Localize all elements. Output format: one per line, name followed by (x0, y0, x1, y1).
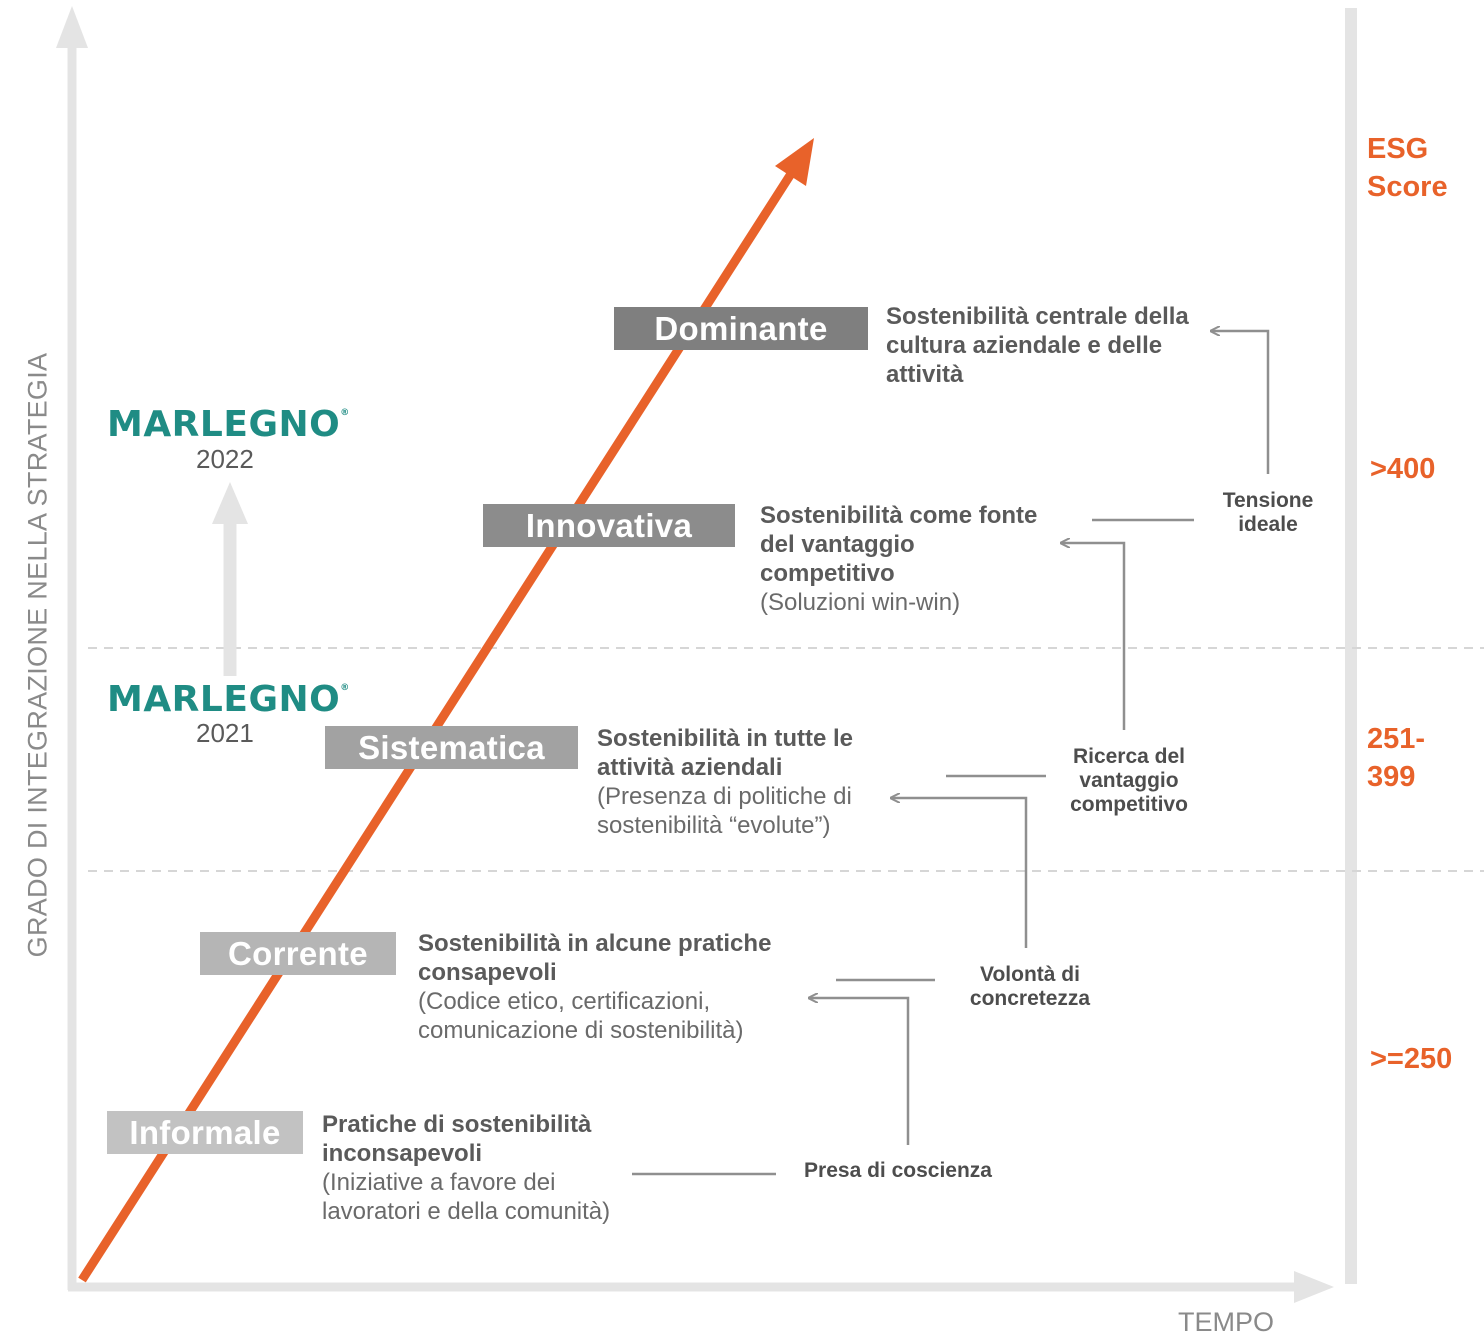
y-axis-label: GRADO DI INTEGRAZIONE NELLA STRATEGIA (22, 352, 53, 958)
stage-box-informale: Informale (107, 1111, 303, 1154)
description-detail: (Iniziative a favore dei lavoratori e de… (322, 1169, 611, 1225)
description-detail: (Soluzioni win-win) (760, 589, 961, 616)
stage-description-sistematica: Sostenibilità in tutte le attività azien… (597, 724, 907, 840)
year-previous: 2021 (196, 718, 254, 748)
esg-score-mid: 251- 399 (1367, 720, 1425, 796)
esg-mid-line1: 251- (1367, 723, 1426, 755)
year-current: 2022 (196, 444, 254, 474)
stage-description-dominante: Sostenibilità centrale della cultura azi… (886, 302, 1216, 389)
x-axis (68, 1271, 1334, 1303)
esg-title-line2: Score (1367, 171, 1448, 203)
esg-score-high: >400 (1370, 453, 1436, 485)
logo-registered-mark: ® (340, 683, 350, 693)
description-main: Sostenibilità in alcune pratiche consape… (418, 930, 772, 986)
description-main: Sostenibilità in tutte le attività azien… (597, 725, 854, 781)
stage-label: Sistematica (358, 728, 545, 766)
stage-label: Corrente (228, 934, 368, 972)
description-main: Sostenibilità come fonte del vantaggio c… (760, 502, 1038, 587)
driver-ricerca-vantaggio: Ricerca del vantaggio competitivo (1070, 745, 1188, 816)
driver-volonta-concretezza: Volontà di concretezza (969, 963, 1091, 1010)
esg-score-low: >=250 (1370, 1043, 1453, 1075)
esg-score-title: ESG Score (1367, 130, 1448, 206)
connector-ricerca-up (1062, 543, 1126, 730)
stage-box-innovativa: Innovativa (483, 504, 735, 547)
stage-label: Innovativa (525, 506, 693, 544)
stage-box-dominante: Dominante (614, 307, 868, 350)
description-detail: (Presenza di politiche di sostenibilità … (597, 783, 852, 839)
driver-tensione-ideale: Tensione ideale (1222, 489, 1314, 536)
description-main: Sostenibilità centrale della cultura azi… (886, 303, 1189, 388)
stage-description-innovativa: Sostenibilità come fonte del vantaggio c… (760, 501, 1050, 617)
company-logo-2021: MARLEGNO® (107, 679, 350, 720)
y-axis (56, 6, 88, 1290)
connector-presa-up (810, 998, 910, 1145)
x-axis-arrowhead (1294, 1271, 1334, 1303)
logo-registered-mark: ® (340, 408, 350, 418)
driver-presa-coscienza: Presa di coscienza (804, 1159, 992, 1182)
progress-arrow (212, 482, 248, 676)
esg-scale-bar (1345, 8, 1357, 1284)
logo-text: MARLEGNO (107, 679, 341, 720)
stage-box-sistematica: Sistematica (325, 726, 578, 769)
description-detail: (Codice etico, certificazioni, comunicaz… (418, 988, 744, 1044)
y-axis-arrowhead (56, 6, 88, 48)
stage-label: Informale (129, 1113, 281, 1151)
connector-volonta-up (892, 798, 1028, 948)
esg-title-line1: ESG (1367, 133, 1429, 165)
stage-label: Dominante (654, 309, 828, 347)
connector-tensione-up (1212, 331, 1270, 474)
connectors (632, 331, 1270, 1176)
x-axis-label: TEMPO (1178, 1307, 1275, 1337)
stage-box-corrente: Corrente (200, 932, 396, 975)
description-main: Pratiche di sostenibilità inconsapevoli (322, 1111, 592, 1167)
esg-mid-line2: 399 (1367, 761, 1416, 793)
logo-text: MARLEGNO (107, 404, 341, 445)
growth-arrow (78, 138, 814, 1283)
stage-description-informale: Pratiche di sostenibilità inconsapevoli … (322, 1110, 642, 1226)
company-logo-2022: MARLEGNO® (107, 404, 350, 445)
stage-description-corrente: Sostenibilità in alcune pratiche consape… (418, 929, 838, 1045)
